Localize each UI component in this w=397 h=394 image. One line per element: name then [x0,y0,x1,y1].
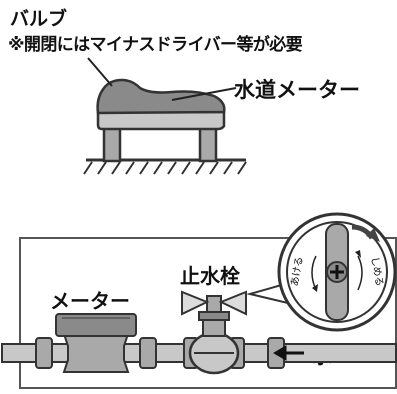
valve-handle [181,290,247,316]
meter-label: メーター [50,289,130,313]
water-meter-box-label: 水道メーター [234,78,360,102]
coupling-1 [35,337,53,369]
dial-open-text: あける [289,256,306,288]
valve-heading: バルブ [10,8,68,30]
dial-close-text: しめる [368,256,385,288]
pipe-panel [1,237,397,389]
box-leg-right [198,123,218,163]
box-lid [96,78,226,115]
meter-body [55,313,137,373]
ground-hatching [83,161,247,175]
meter-box-illustration [83,57,247,175]
stop-valve-label: 止水栓 [180,264,240,288]
pipe-left-end [1,343,39,363]
flow-arrow [273,345,304,361]
meter-box-leader-line [171,87,237,101]
meter-top-cap [55,313,137,337]
pipe-section-3 [153,343,187,363]
box-leg-left [102,123,122,163]
coupling-2 [139,337,157,369]
stop-valve-body [181,290,247,375]
close-arc [357,255,363,291]
valve-note: ※開閉にはマイナスドライバー等が必要 [8,35,303,55]
panel-frame [19,237,397,389]
valve-dial-magnified: あける しめる [277,212,397,332]
box-base [96,110,226,131]
valve-leader-line [87,57,113,87]
valve-stem-collar [198,311,230,321]
